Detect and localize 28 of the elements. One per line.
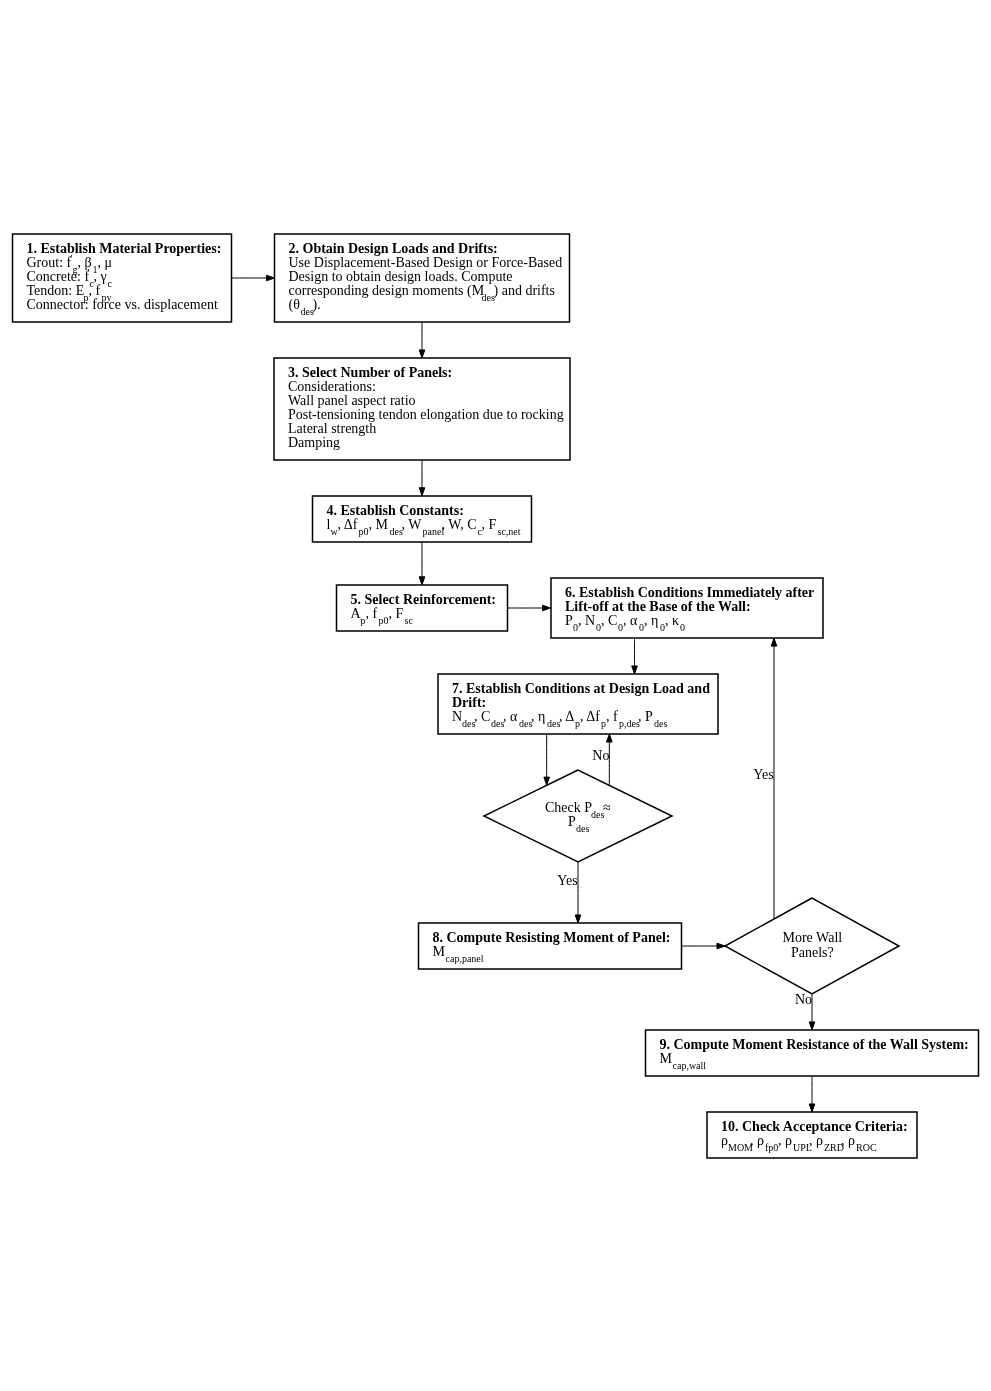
- arrow: [631, 637, 638, 674]
- node-diamond: More Wall Panels?: [723, 896, 901, 995]
- node-diamond: Check P$_{des}$≈ P$_{des}$: [482, 768, 674, 863]
- arrow: [231, 274, 275, 281]
- edge-label: Yes: [753, 766, 774, 782]
- edge-label: Yes: [557, 872, 578, 888]
- node-box: 7. Establish Conditions at Design Load and Drift: N$_{des}$, C$_{des}$, α$_{des}$, η$_{des}$, Δ$_{p}$, Δf$_{p}$, f$_{p,des}$, P$_{des}$: [437, 672, 719, 735]
- node-box: 5. Select Reinforcement: A$_{p}$, f$_{p0}$, F$_{sc}$: [335, 583, 509, 632]
- arrow: [418, 459, 426, 496]
- edge-label: No: [592, 747, 610, 763]
- node-box: 9. Compute Moment Resistance of the Wall System: M$_{cap,wall}$: [644, 1028, 980, 1077]
- arrow: [808, 993, 816, 1030]
- arrow: [574, 861, 582, 923]
- arrow: [681, 942, 726, 949]
- arrow: [770, 637, 778, 919]
- arrow: [507, 604, 552, 611]
- node-box: 2. Obtain Design Loads and Drifts: Use Displacement-Based Design or Force-Based Design to obtain design loads. Compute corresponding design moments (M$_{des}$) and drifts (θ$_{des}$).: [273, 232, 571, 323]
- arrow: [606, 733, 613, 786]
- node-box: 1. Establish Material Properties: Grout: f$^{'}$$_{g}$, β$_{1}$, μ Concrete: f$^{'}$$_{c}$, γ$_{c}$ Tendon: E$_{p}$, f$_{py}$ Connector: force vs. displacement: [11, 232, 233, 323]
- arrow: [418, 321, 426, 358]
- arrow: [543, 733, 550, 786]
- node-box: 6. Establish Conditions Immediately after Lift-off at the Base of the Wall: P$_{0}$, N$_{0}$, C$_{0}$, α$_{0}$, η$_{0}$, κ$_{0}$: [550, 576, 824, 639]
- node-box: 4. Establish Constants: l$_{w}$, Δf$_{p0}$, M$_{des}$, W$_{panel}$, W, C$_{c}$, F$_{sc,net}$: [311, 494, 533, 543]
- arrow: [808, 1075, 816, 1112]
- node-box: 3. Select Number of Panels: Considerations: Wall panel aspect ratio Post-tensioning tendon elongation due to rocking Lateral strength Damping: [273, 356, 571, 461]
- node-box: 8. Compute Resisting Moment of Panel: M$_{cap,panel}$: [417, 921, 683, 970]
- arrow: [418, 541, 426, 585]
- node-box: 10. Check Acceptance Criteria: ρ$_{MOM}$, ρ$_{fp0}$, ρ$_{UPL}$, ρ$_{ZRD}$, ρ$_{ROC}$: [706, 1110, 918, 1159]
